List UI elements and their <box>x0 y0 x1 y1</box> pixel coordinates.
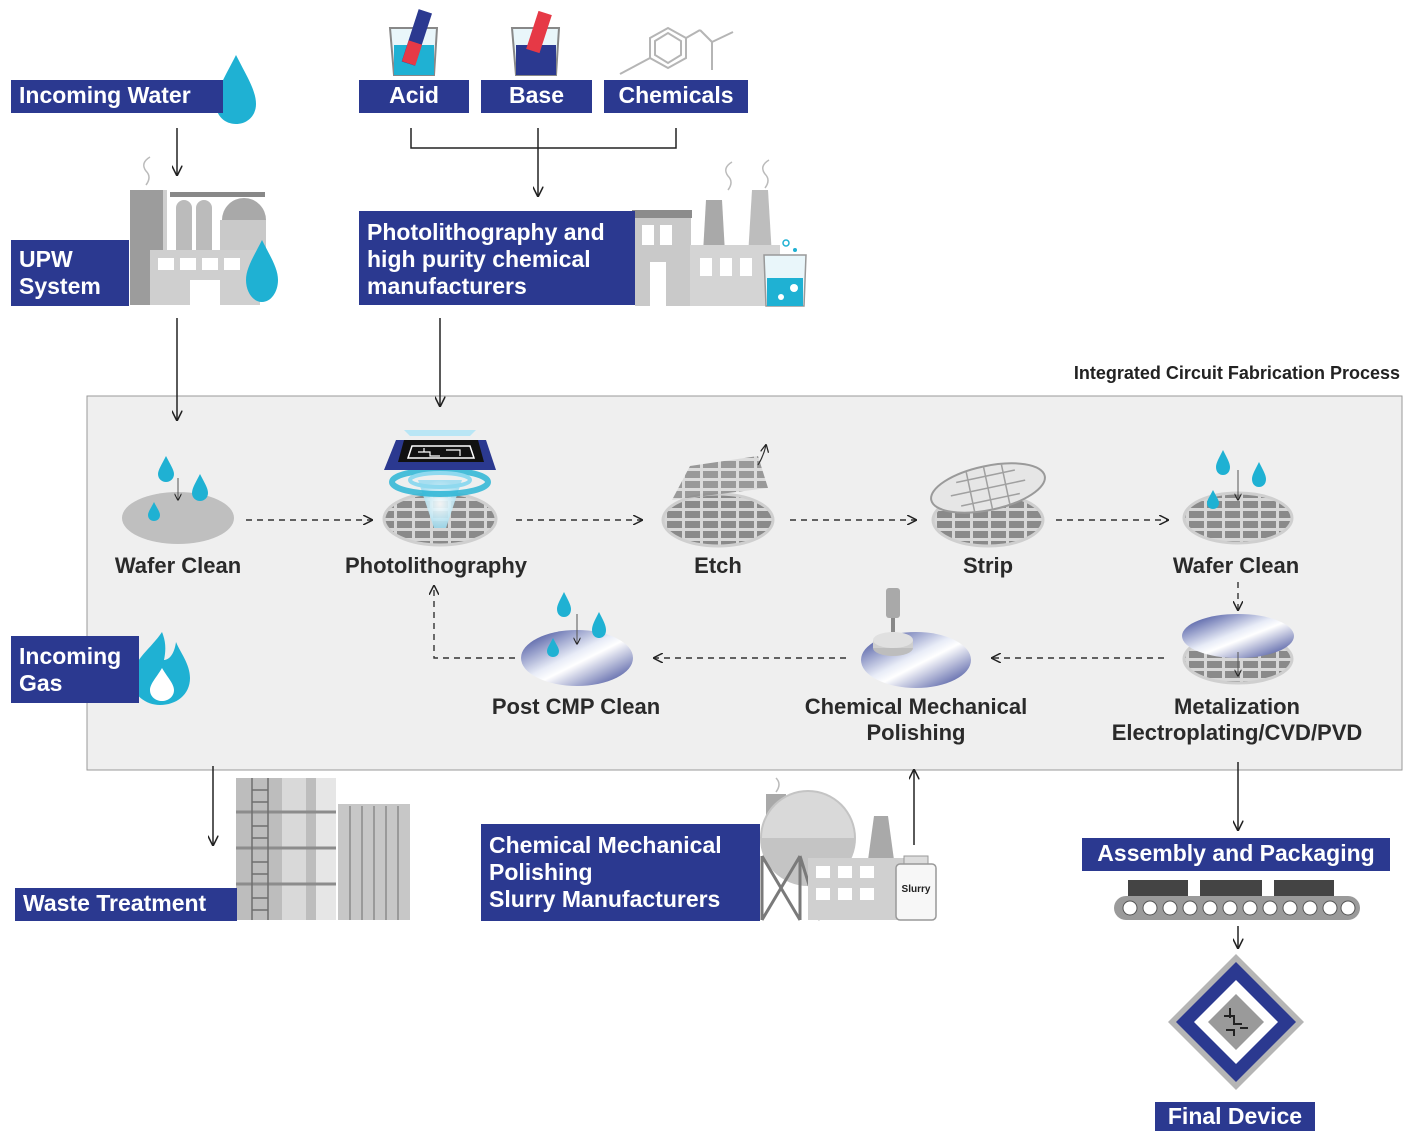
etch-icon <box>661 445 775 548</box>
post-cmp-clean-icon <box>521 592 633 686</box>
step-wafer-clean-2: Wafer Clean <box>1172 553 1300 578</box>
acid-label: Acid <box>359 80 469 113</box>
waste-tank-icon <box>236 778 410 920</box>
chem-bracket <box>410 128 677 149</box>
photo-manufacturer-label: Photolithography and high purity chemica… <box>359 211 635 305</box>
slurry-factory-icon <box>760 777 937 921</box>
chemical-structure-icon <box>619 26 734 75</box>
cmp-icon <box>861 588 971 688</box>
strip-icon <box>930 462 1046 548</box>
upw-factory-icon <box>130 156 278 305</box>
chemicals-label: Chemicals <box>604 80 748 113</box>
step-photolithography: Photolithography <box>344 553 528 578</box>
step-wafer-clean-1: Wafer Clean <box>114 553 242 578</box>
chem-factory-icon <box>632 159 807 307</box>
slurry-jar-label: Slurry <box>901 884 931 895</box>
wafer-clean-icon-1 <box>122 456 234 544</box>
waste-treatment-label: Waste Treatment <box>15 888 237 921</box>
slurry-manufacturer-label: Chemical Mechanical Polishing Slurry Man… <box>481 824 760 921</box>
process-title: Integrated Circuit Fabrication Process <box>1073 363 1400 383</box>
acid-beaker-icon <box>388 9 439 76</box>
final-device-label: Final Device <box>1155 1102 1315 1131</box>
wafer-clean-icon-2 <box>1182 450 1294 545</box>
step-cmp: Chemical Mechanical Polishing <box>804 694 1028 745</box>
flame-icon <box>132 632 190 705</box>
incoming-gas-label: Incoming Gas <box>11 636 139 703</box>
base-label: Base <box>481 80 592 113</box>
step-strip: Strip <box>962 553 1014 578</box>
incoming-water-label: Incoming Water <box>11 80 223 113</box>
step-metalization: Metalization Electroplating/CVD/PVD <box>1111 694 1363 745</box>
step-post-cmp-clean: Post CMP Clean <box>491 694 661 719</box>
flow-arrow-8 <box>434 586 515 659</box>
photolithography-icon <box>382 430 498 547</box>
upw-system-label: UPW System <box>11 240 129 306</box>
chip-icon <box>1168 954 1304 1090</box>
conveyor-belt-icon <box>1114 880 1360 920</box>
water-drop-icon <box>216 55 256 124</box>
metalization-icon <box>1182 614 1294 685</box>
base-beaker-icon <box>510 10 561 76</box>
assembly-packaging-label: Assembly and Packaging <box>1082 838 1390 871</box>
step-etch: Etch <box>694 553 742 578</box>
